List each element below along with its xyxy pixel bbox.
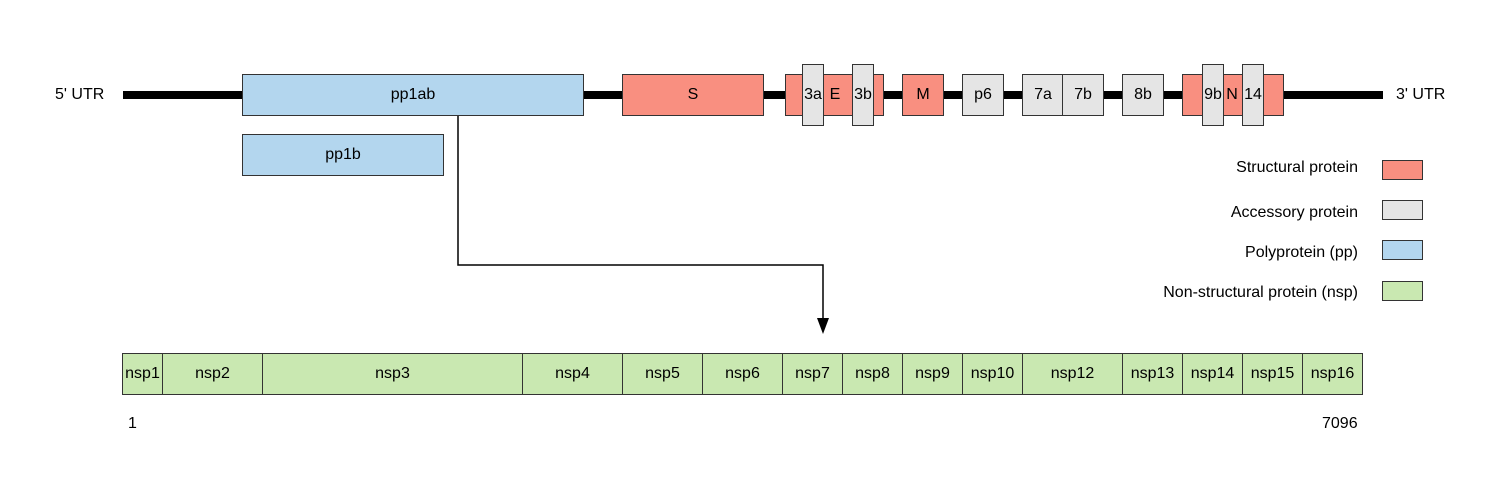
- nsp-segment-nsp7: nsp7: [782, 353, 843, 395]
- m-protein-box: M: [902, 74, 944, 116]
- n-protein-box: N: [1182, 74, 1284, 116]
- legend-structural-label: Structural protein: [1236, 159, 1358, 176]
- nsp-label: nsp7: [795, 365, 830, 382]
- nsp-label: nsp3: [375, 365, 410, 382]
- nsp-label: nsp15: [1250, 365, 1295, 382]
- s-protein-box: S: [622, 74, 764, 116]
- legend-polyprotein-label: Polyprotein (pp): [1245, 244, 1358, 261]
- nsp-label: nsp4: [555, 365, 590, 382]
- s-protein-label: S: [687, 86, 699, 103]
- legend-accessory-label: Accessory protein: [1230, 204, 1358, 221]
- 9b-protein-box: 9b: [1202, 64, 1224, 126]
- nsp-label: nsp8: [855, 365, 890, 382]
- utr5-label: 5' UTR: [55, 86, 105, 103]
- nsp-label: nsp5: [645, 365, 680, 382]
- legend-structural-swatch: [1382, 160, 1423, 180]
- nsp-label: nsp13: [1130, 365, 1175, 382]
- utr3-label: 3' UTR: [1396, 86, 1446, 103]
- 3a-protein-label: 3a: [804, 86, 822, 103]
- 8b-protein-label: 8b: [1134, 86, 1152, 103]
- nsp-segment-nsp6: nsp6: [702, 353, 783, 395]
- nsp-label: nsp12: [1050, 365, 1095, 382]
- 14-protein-label: 14: [1244, 86, 1262, 103]
- pp1b-box: pp1b: [242, 134, 444, 176]
- nsp-label: nsp16: [1310, 365, 1355, 382]
- nsp-label: nsp1: [125, 365, 160, 382]
- m-protein-label: M: [916, 86, 930, 103]
- pp1ab-box: pp1ab: [242, 74, 584, 116]
- nsp-segment-nsp13: nsp13: [1122, 353, 1183, 395]
- nsp-segment-nsp12: nsp12: [1022, 353, 1123, 395]
- start-position: 1: [128, 415, 137, 432]
- e-protein-label: E: [829, 86, 841, 103]
- 14-protein-box: 14: [1242, 64, 1264, 126]
- nsp-segment-nsp10: nsp10: [962, 353, 1023, 395]
- n-protein-label: N: [1226, 86, 1238, 103]
- nsp-label: nsp9: [915, 365, 950, 382]
- nsp-segment-nsp14: nsp14: [1182, 353, 1243, 395]
- nsp-label: nsp2: [195, 365, 230, 382]
- nsp-segment-nsp5: nsp5: [622, 353, 703, 395]
- nsp-segment-nsp4: nsp4: [522, 353, 623, 395]
- nsp-segment-nsp15: nsp15: [1242, 353, 1303, 395]
- nsp-segment-nsp3: nsp3: [262, 353, 523, 395]
- 3b-protein-box: 3b: [852, 64, 874, 126]
- 7b-protein-box: 7b: [1062, 74, 1104, 116]
- nsp-segment-nsp2: nsp2: [162, 353, 263, 395]
- nsp-segment-nsp9: nsp9: [902, 353, 963, 395]
- legend-accessory-swatch: [1382, 200, 1423, 220]
- nsp-segment-nsp8: nsp8: [842, 353, 903, 395]
- pp1ab-label: pp1ab: [390, 86, 436, 103]
- 9b-protein-label: 9b: [1204, 86, 1222, 103]
- 7a-protein-label: 7a: [1034, 86, 1052, 103]
- 3b-protein-label: 3b: [854, 86, 872, 103]
- nsp-label: nsp6: [725, 365, 760, 382]
- 3a-protein-box: 3a: [802, 64, 824, 126]
- nsp-segment-nsp1: nsp1: [122, 353, 163, 395]
- end-position: 7096: [1322, 415, 1358, 432]
- legend-nonstructural-label: Non-structural protein (nsp): [1163, 284, 1358, 301]
- 7b-protein-label: 7b: [1074, 86, 1092, 103]
- nsp-label: nsp14: [1190, 365, 1235, 382]
- legend-polyprotein-swatch: [1382, 240, 1423, 260]
- legend-nonstructural-swatch: [1382, 281, 1423, 301]
- 8b-protein-box: 8b: [1122, 74, 1164, 116]
- p6-protein-label: p6: [974, 86, 992, 103]
- pp1b-label: pp1b: [325, 146, 361, 163]
- 7a-protein-box: 7a: [1022, 74, 1064, 116]
- p6-protein-box: p6: [962, 74, 1004, 116]
- nsp-segment-nsp16: nsp16: [1302, 353, 1363, 395]
- nsp-label: nsp10: [970, 365, 1015, 382]
